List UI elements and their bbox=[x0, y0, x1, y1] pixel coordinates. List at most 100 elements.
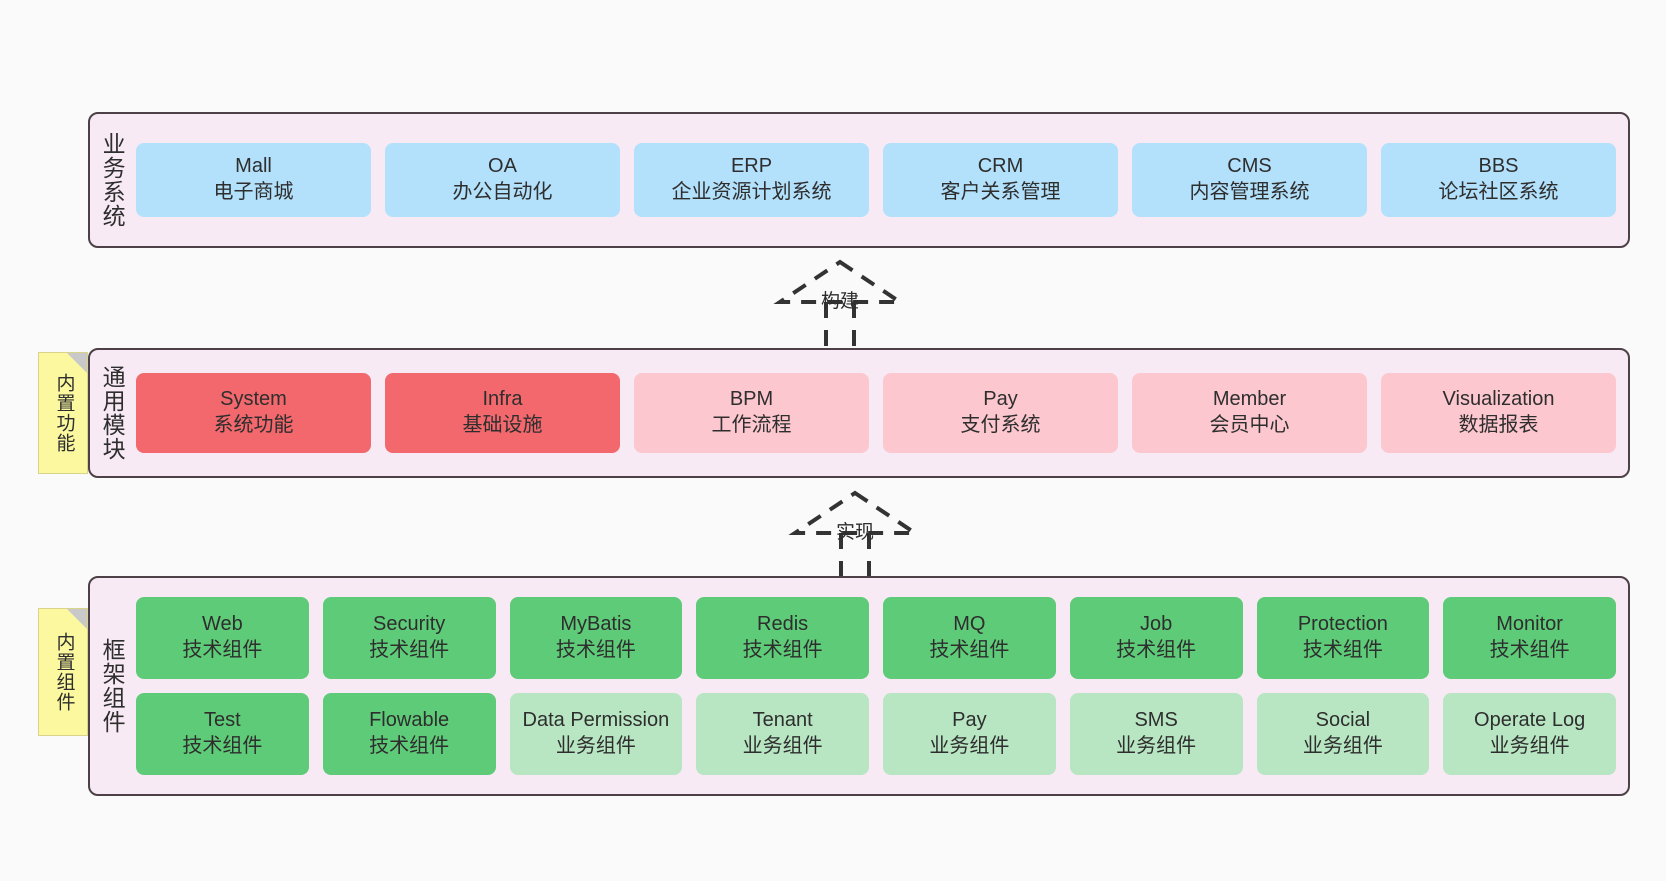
node-crm[interactable]: CRM 客户关系管理 bbox=[883, 143, 1118, 217]
node-erp[interactable]: ERP 企业资源计划系统 bbox=[634, 143, 869, 217]
layer-framework-components[interactable]: 框架组件 Web 技术组件 Security 技术组件 MyBatis 技术组件… bbox=[88, 576, 1630, 796]
node-label-cn: 技术组件 bbox=[742, 639, 823, 661]
node-label-cn: 技术组件 bbox=[1489, 639, 1570, 661]
node-label-en: SMS bbox=[1134, 709, 1178, 732]
business-node-row: Mall 电子商城 OA 办公自动化 ERP 企业资源计划系统 CRM 客户关系… bbox=[136, 143, 1616, 217]
node-label-en: Flowable bbox=[369, 709, 450, 732]
node-monitor[interactable]: Monitor 技术组件 bbox=[1443, 597, 1616, 679]
node-label-cn: 技术组件 bbox=[369, 735, 450, 757]
node-label-en: Member bbox=[1212, 388, 1287, 411]
sticky-note-builtin-components[interactable]: 内置组件 bbox=[38, 608, 88, 736]
common-node-row: System 系统功能 Infra 基础设施 BPM 工作流程 Pay 支付系统… bbox=[136, 373, 1616, 453]
node-label-en: System bbox=[220, 388, 287, 411]
node-cms[interactable]: CMS 内容管理系统 bbox=[1132, 143, 1367, 217]
node-label-en: ERP bbox=[730, 155, 773, 178]
sticky-note-builtin-features[interactable]: 内置功能 bbox=[38, 352, 88, 474]
node-label-cn: 数据报表 bbox=[1458, 414, 1539, 436]
node-label-cn: 技术组件 bbox=[369, 639, 450, 661]
node-label-en: Infra bbox=[482, 388, 523, 411]
node-label-cn: 技术组件 bbox=[1302, 639, 1383, 661]
node-label-en: Redis bbox=[757, 613, 809, 636]
node-mq[interactable]: MQ 技术组件 bbox=[883, 597, 1056, 679]
node-label-cn: 技术组件 bbox=[182, 639, 263, 661]
node-bbs[interactable]: BBS 论坛社区系统 bbox=[1381, 143, 1616, 217]
node-label-en: Pay bbox=[983, 388, 1018, 411]
node-label-en: Visualization bbox=[1442, 388, 1555, 411]
node-label-cn: 业务组件 bbox=[1302, 735, 1383, 757]
node-infra[interactable]: Infra 基础设施 bbox=[385, 373, 620, 453]
node-test[interactable]: Test 技术组件 bbox=[136, 693, 309, 775]
node-label-en: Job bbox=[1140, 613, 1173, 636]
layer-body-business: Mall 电子商城 OA 办公自动化 ERP 企业资源计划系统 CRM 客户关系… bbox=[134, 114, 1628, 246]
node-label-cn: 电子商城 bbox=[213, 181, 294, 203]
sticky-note-label: 内置功能 bbox=[53, 373, 75, 453]
node-label-en: Pay bbox=[952, 709, 987, 732]
node-label-cn: 支付系统 bbox=[960, 414, 1041, 436]
layer-common-modules[interactable]: 通用模块 System 系统功能 Infra 基础设施 BPM 工作流程 Pay… bbox=[88, 348, 1630, 478]
node-label-cn: 技术组件 bbox=[555, 639, 636, 661]
layer-title-common: 通用模块 bbox=[99, 365, 126, 461]
node-label-en: CRM bbox=[977, 155, 1024, 178]
connector-build: 构建 bbox=[760, 256, 920, 348]
node-visualization[interactable]: Visualization 数据报表 bbox=[1381, 373, 1616, 453]
node-label-en: BPM bbox=[729, 388, 774, 411]
layer-title-framework: 框架组件 bbox=[99, 638, 126, 734]
node-bpm[interactable]: BPM 工作流程 bbox=[634, 373, 869, 453]
node-label-cn: 基础设施 bbox=[462, 414, 543, 436]
node-member[interactable]: Member 会员中心 bbox=[1132, 373, 1367, 453]
node-pay[interactable]: Pay 支付系统 bbox=[883, 373, 1118, 453]
dashed-generalization-arrow-icon bbox=[788, 490, 922, 579]
node-label-cn: 技术组件 bbox=[929, 639, 1010, 661]
node-pay-component[interactable]: Pay 业务组件 bbox=[883, 693, 1056, 775]
node-label-en: Monitor bbox=[1496, 613, 1563, 636]
node-label-en: CMS bbox=[1227, 155, 1272, 178]
node-social[interactable]: Social 业务组件 bbox=[1256, 693, 1430, 775]
node-label-cn: 内容管理系统 bbox=[1189, 181, 1310, 203]
node-label-en: Web bbox=[201, 613, 243, 636]
node-label-cn: 论坛社区系统 bbox=[1438, 181, 1559, 203]
node-label-en: MQ bbox=[953, 613, 986, 636]
node-label-en: Operate Log bbox=[1474, 709, 1586, 732]
layer-title-business: 业务系统 bbox=[99, 132, 126, 228]
node-label-en: Social bbox=[1315, 709, 1371, 732]
node-security[interactable]: Security 技术组件 bbox=[322, 597, 496, 679]
framework-node-row-2: Test 技术组件 Flowable 技术组件 Data Permission … bbox=[136, 693, 1616, 775]
node-sms[interactable]: SMS 业务组件 bbox=[1069, 693, 1243, 775]
node-label-cn: 会员中心 bbox=[1209, 414, 1290, 436]
node-label-cn: 办公自动化 bbox=[452, 181, 553, 203]
node-label-cn: 业务组件 bbox=[742, 735, 823, 757]
node-label-cn: 客户关系管理 bbox=[940, 181, 1061, 203]
node-label-cn: 企业资源计划系统 bbox=[671, 181, 832, 203]
framework-node-row-1: Web 技术组件 Security 技术组件 MyBatis 技术组件 Redi… bbox=[136, 597, 1616, 679]
connector-label-build: 构建 bbox=[820, 291, 860, 312]
node-label-en: Security bbox=[373, 613, 446, 636]
node-protection[interactable]: Protection 技术组件 bbox=[1256, 597, 1430, 679]
node-label-en: Data Permission bbox=[522, 709, 670, 732]
node-label-en: Protection bbox=[1297, 613, 1388, 636]
layer-business-systems[interactable]: 业务系统 Mall 电子商城 OA 办公自动化 ERP 企业资源计划系统 CRM… bbox=[88, 112, 1630, 248]
node-flowable[interactable]: Flowable 技术组件 bbox=[322, 693, 496, 775]
node-label-cn: 业务组件 bbox=[1489, 735, 1570, 757]
node-tenant[interactable]: Tenant 业务组件 bbox=[696, 693, 869, 775]
node-web[interactable]: Web 技术组件 bbox=[136, 597, 309, 679]
node-label-cn: 业务组件 bbox=[929, 735, 1010, 757]
node-oa[interactable]: OA 办公自动化 bbox=[385, 143, 620, 217]
node-redis[interactable]: Redis 技术组件 bbox=[696, 597, 869, 679]
connector-label-realize: 实现 bbox=[835, 522, 875, 543]
node-label-cn: 工作流程 bbox=[711, 414, 792, 436]
node-label-en: MyBatis bbox=[560, 613, 632, 636]
node-label-cn: 技术组件 bbox=[182, 735, 263, 757]
node-job[interactable]: Job 技术组件 bbox=[1069, 597, 1243, 679]
node-system[interactable]: System 系统功能 bbox=[136, 373, 371, 453]
node-mall[interactable]: Mall 电子商城 bbox=[136, 143, 371, 217]
node-label-en: Tenant bbox=[752, 709, 813, 732]
node-operate-log[interactable]: Operate Log 业务组件 bbox=[1443, 693, 1616, 775]
node-label-cn: 业务组件 bbox=[555, 735, 636, 757]
node-label-en: OA bbox=[488, 155, 517, 178]
node-data-permission[interactable]: Data Permission 业务组件 bbox=[509, 693, 683, 775]
layer-body-common: System 系统功能 Infra 基础设施 BPM 工作流程 Pay 支付系统… bbox=[134, 350, 1628, 476]
layer-body-framework: Web 技术组件 Security 技术组件 MyBatis 技术组件 Redi… bbox=[134, 578, 1628, 794]
node-label-cn: 技术组件 bbox=[1116, 639, 1197, 661]
node-mybatis[interactable]: MyBatis 技术组件 bbox=[509, 597, 683, 679]
